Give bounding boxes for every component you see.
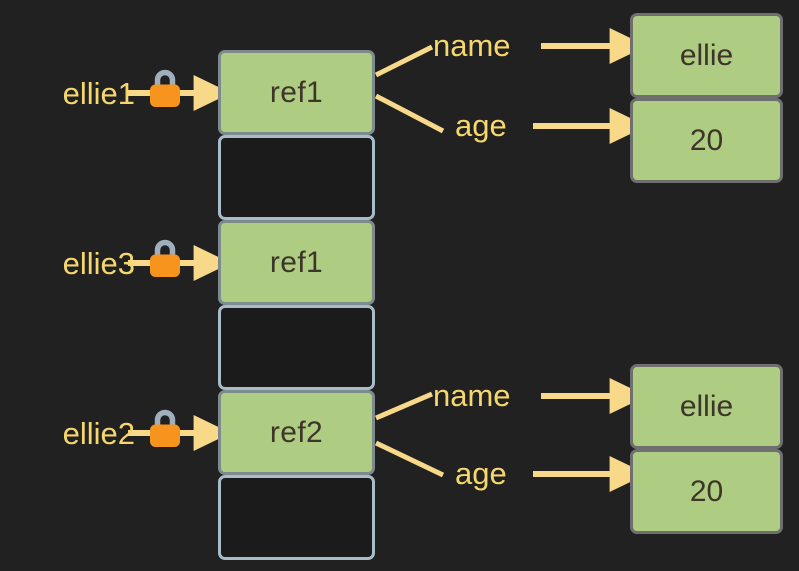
- stack-cell[interactable]: ref1: [218, 50, 375, 135]
- lock-icon: [150, 69, 180, 107]
- variable-label-ellie1: ellie1: [62, 76, 135, 111]
- field-connector-obj2-age: [374, 440, 445, 478]
- stack-cell[interactable]: [218, 135, 375, 220]
- stack-cell-value: ref1: [269, 75, 324, 109]
- lock-icon: [150, 409, 180, 447]
- object-field-value: ellie: [679, 38, 734, 72]
- field-label-name: name: [433, 378, 511, 413]
- variable-label-ellie2: ellie2: [62, 416, 135, 451]
- stack-cell-value: ref1: [269, 245, 324, 279]
- variable-label-ellie3: ellie3: [62, 246, 135, 281]
- object-field-cell[interactable]: 20: [630, 449, 783, 534]
- stack-cell[interactable]: [218, 305, 375, 390]
- field-label-age: age: [455, 456, 507, 491]
- object-field-cell[interactable]: 20: [630, 98, 783, 183]
- stack-cell[interactable]: [218, 475, 375, 560]
- lock-icon: [150, 239, 180, 277]
- object-field-cell[interactable]: ellie: [630, 13, 783, 98]
- object-field-value: ellie: [679, 389, 734, 423]
- stack-cell[interactable]: ref1: [218, 220, 375, 305]
- stack-cell-value: ref2: [269, 415, 324, 449]
- object-field-value: 20: [689, 474, 724, 508]
- stack-cell[interactable]: ref2: [218, 390, 375, 475]
- object-field-cell[interactable]: ellie: [630, 364, 783, 449]
- field-connector-obj1-name: [374, 44, 434, 78]
- field-connector-obj1-age: [374, 93, 445, 134]
- object-field-value: 20: [689, 123, 724, 157]
- field-connector-obj2-name: [375, 391, 433, 421]
- field-label-name: name: [433, 28, 511, 63]
- field-label-age: age: [455, 108, 507, 143]
